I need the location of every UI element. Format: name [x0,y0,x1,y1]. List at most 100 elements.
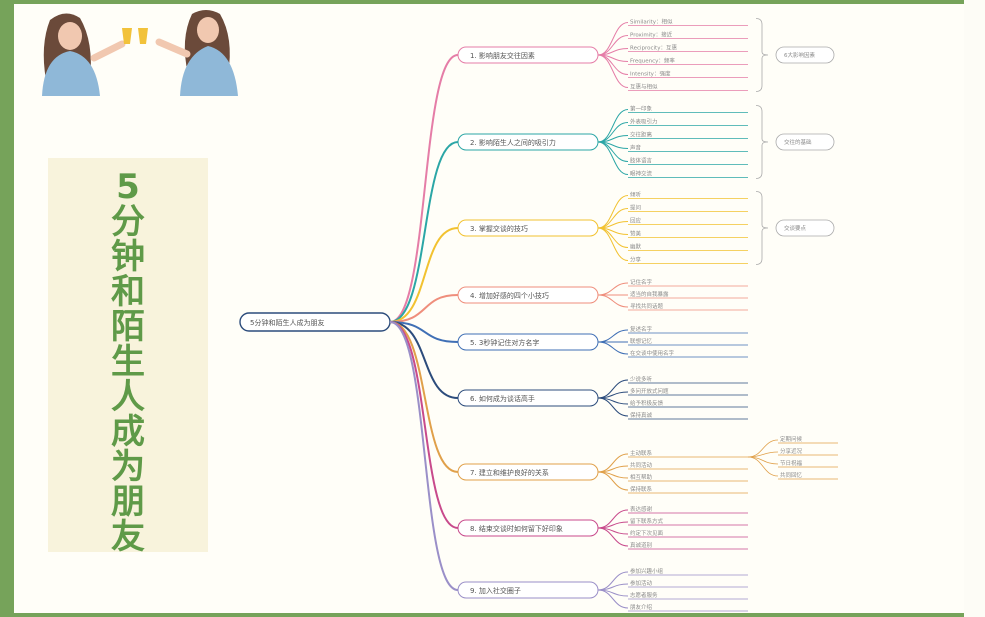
illustration-women [22,6,252,96]
leaf-label: 幽默 [630,243,642,251]
leaf-label: 参加兴趣小组 [630,567,664,575]
root-label: 5分钟和陌生人成为朋友 [250,318,324,327]
leaf-label: 分享 [630,256,642,264]
branch-curve [389,321,459,591]
leaf-curve [597,227,629,261]
note-bracket [755,191,769,265]
leaf-label: 眼神交流 [630,170,653,178]
leaf-label: Frequency：频率 [630,57,675,65]
note-bracket [755,105,769,179]
subleaf-curve [747,456,779,477]
title-char: 5 [116,167,140,207]
leaf-curve [597,341,629,355]
leaf-label: 互惠与相似 [630,83,658,91]
title-char: 分 [111,202,145,242]
leaf-label: 肢体语言 [630,157,653,165]
leaf-label: 记住名字 [630,278,653,286]
title-char: 生 [111,342,145,382]
topic-label: 4. 增加好感的四个小技巧 [470,291,549,300]
topic-label: 7. 建立和维护良好的关系 [470,468,549,477]
leaf-label: 参加活动 [630,579,653,587]
leaf-label: Intensity：强度 [630,70,671,78]
leaf-label: 第一印象 [630,105,653,113]
leaf-label: 适当的自我暴露 [630,290,669,298]
leaf-label: 联想记忆 [630,337,653,345]
leaf-label: 少说多听 [630,375,653,383]
leaf-label: 复述名字 [630,325,653,333]
leaf-label: 回应 [630,217,642,225]
title-char: 人 [111,377,145,417]
leaf-label: 给予积极反馈 [630,399,664,407]
leaf-curve [597,109,629,143]
subleaf-label: 定期问候 [780,435,803,443]
leaf-label: Reciprocity：互惠 [630,44,677,52]
leaf-label: 多问开放式问题 [630,387,669,395]
topic-label: 5. 3秒钟记住对方名字 [470,338,539,347]
leaf-label: Proximity：接近 [630,31,673,39]
note-label: 6大影响因素 [784,51,815,59]
leaf-label: 外表吸引力 [630,118,658,126]
leaf-label: 志愿者服务 [630,591,658,599]
leaf-label: Similarity：相似 [630,18,673,26]
leaf-curve [597,397,629,417]
note-node [775,133,835,151]
leaf-curve [597,282,629,296]
leaf-curve [597,294,629,308]
subleaf-label: 共同回忆 [780,471,803,479]
leaf-label: 在交谈中使用名字 [630,349,675,357]
title-char: 和 [111,272,145,312]
subleaf-label: 节日祝福 [780,459,803,467]
leaf-curve [597,527,629,547]
leaf-label: 表达感谢 [630,505,653,513]
leaf-label: 共同活动 [630,461,653,469]
branch-curve [389,54,459,323]
leaf-label: 提问 [630,204,641,212]
note-label: 交往的基础 [784,138,812,146]
right-margin [964,0,985,617]
branch-curve [389,321,459,473]
title-panel [48,158,208,552]
topic-label: 6. 如何成为谈话高手 [470,394,535,403]
title-char: 钟 [111,237,145,277]
note-node [775,219,835,237]
title-char: 朋 [111,482,145,522]
note-bracket [755,18,769,92]
topic-label: 2. 影响陌生人之间的吸引力 [470,138,556,147]
leaf-label: 相互帮助 [630,473,653,481]
topic-label: 3. 掌握交谈的技巧 [470,224,528,233]
branch-curve [389,321,459,399]
leaf-curve [597,141,629,175]
branch-curve [389,321,459,343]
topic-label: 8. 结束交谈时如何留下好印象 [470,524,563,533]
leaf-label: 倾听 [630,191,642,199]
branch-curve [389,321,459,529]
leaf-label: 赞美 [630,230,642,238]
leaf-curve [597,589,629,609]
branch-curve [389,141,459,323]
note-node [775,46,835,64]
leaf-label: 声音 [630,144,642,152]
title-char: 成 [111,412,145,452]
branch-curve [389,227,459,323]
title-char: 陌 [111,307,145,347]
topic-label: 1. 影响朋友交往因素 [470,51,535,60]
leaf-curve [597,22,629,56]
leaf-curve [597,471,629,491]
leaf-label: 保持真诚 [630,411,653,419]
leaf-label: 交往距离 [630,131,653,139]
branch-curve [389,294,459,323]
leaf-label: 寻找共同话题 [630,302,664,310]
leaf-curve [597,329,629,343]
note-label: 交谈要点 [784,224,807,232]
leaf-curve [597,195,629,229]
leaf-label: 主动联系 [630,449,653,457]
leaf-label: 留下联系方式 [630,517,664,525]
topic-label: 9. 加入社交圈子 [470,586,521,595]
title-char: 为 [111,447,145,487]
leaf-label: 约定下次见面 [630,529,664,537]
leaf-label: 保持联系 [630,485,653,493]
title-char: 友 [111,517,145,557]
leaf-curve [597,54,629,88]
